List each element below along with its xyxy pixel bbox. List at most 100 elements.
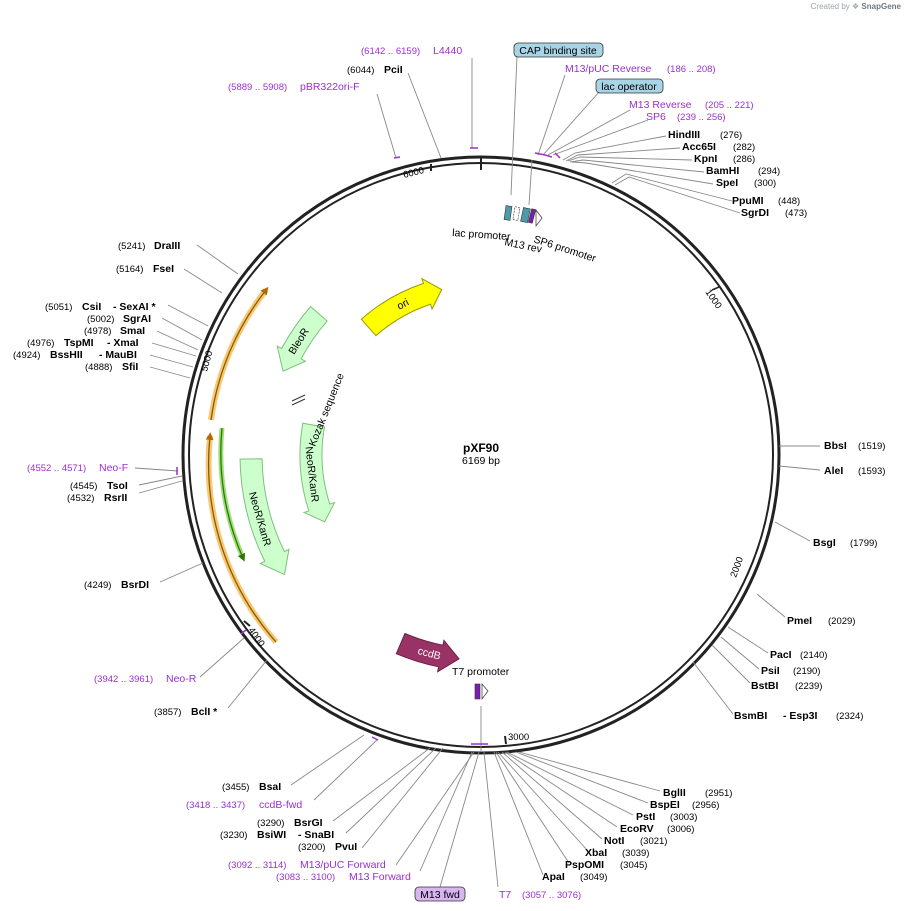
primer-neo-r-coord: (3942 .. 3961) [94,674,153,685]
site-bsrgi-coord: (3290) [257,818,284,829]
primer-m13puc-forward: M13/pUC Forward [300,859,386,871]
site-bcli-coord: (3857) [154,707,181,718]
plasmid-length: 6169 bp [462,455,500,467]
kozak-sequence-label: Kozak sequence [307,371,347,448]
t7-promoter-label: T7 promoter [452,666,510,678]
site-bsiwi-coord: (3230) [220,830,247,841]
site-bbsi-coord: (1519) [858,441,885,452]
site-bsmbi-coord: (2324) [836,711,863,722]
primer-pbr322ori-coord: (5889 .. 5908) [228,82,287,93]
primer-m13-forward: M13 Forward [349,871,411,883]
site-sgrai: SgrAI [123,313,151,325]
site-fsei-coord: (5164) [116,264,143,275]
feature-arrow-ccdb-4 [395,632,460,673]
site-pmei: PmeI [787,615,812,627]
site-paci: PacI [770,649,792,661]
site-bsrgi: BsrGI [294,817,323,829]
orf-track-orange-2-core [210,286,269,421]
site-bsai-coord: (3455) [222,782,249,793]
site-alei-coord: (1593) [858,466,885,477]
site-bcli: BclI * [191,706,218,718]
site-pspomi: PspOMI [565,859,604,871]
site-apai-coord: (3049) [580,872,607,883]
site-bsmbi: BsmBI [734,710,767,722]
site-smai-coord: (4978) [84,326,111,337]
feature-label-ori-0: ori [395,296,411,312]
site-draiii: DraIII [154,240,180,252]
site-pcii: PciI [384,64,403,76]
primer-m13puc-reverse: M13/pUC Reverse [565,63,652,75]
lac-promoter-label: lac promoter [452,227,512,243]
site-bsshii: BssHII [50,349,83,361]
primer-t7: T7 [499,889,511,901]
feature-arrow-neor-kanr-3 [299,422,336,523]
primer-m13-forward-coord: (3083 .. 3100) [276,872,335,883]
site-bbsi: BbsI [824,440,847,452]
site-bsrdi-coord: (4249) [84,580,111,591]
site-psii-coord: (2190) [793,666,820,677]
site-bsiwi: BsiWI [257,829,286,841]
tick-5000: 5000 [199,350,215,373]
site-pspomi-coord: (3045) [620,860,647,871]
primer-m13puc-reverse-coord: (186 .. 208) [667,64,716,75]
feature-arrow-bleor-1 [276,305,328,372]
tick-mark-4000 [243,620,251,627]
site-hindiii: HindIII [668,129,700,141]
primer-neo-f: Neo-F [99,462,128,474]
tick-mark-1000 [711,286,720,291]
orf-track-orange-1-core [205,432,277,643]
feature-arrow-neor-kanr-2 [239,458,290,576]
tick-6000: 6000 [402,165,425,181]
site-pcii-coord: (6044) [347,65,374,76]
site-pvui: PvuI [335,841,357,853]
lac-operator-tag: lac operator [595,78,664,94]
site-smai: SmaI [120,325,145,337]
tick-1000: 1000 [703,287,724,311]
site-alei: AleI [824,465,843,477]
tick-2000: 2000 [728,555,746,579]
tick-3000: 3000 [508,732,529,743]
site-ppumi-coord: (448) [778,196,800,207]
primer-sp6: SP6 [646,111,666,123]
sp6-promoter-label: SP6 promoter [532,233,598,265]
site-bsgi: BsgI [813,537,836,549]
site-kpni-coord: (286) [733,154,755,165]
site-maubi: - MauBI [99,349,137,361]
site-sfii: SfiI [122,361,138,373]
site-tsoi: TsoI [107,480,128,492]
site-hindiii-coord: (276) [720,130,742,141]
site-rsrii-coord: (4532) [67,493,94,504]
m13rev-block [520,207,531,224]
site-tspmi: TspMI [64,337,94,349]
site-bsai: BsaI [259,781,281,793]
lac-operator-text: lac operator [601,81,657,93]
site-bamhi-coord: (294) [758,166,780,177]
primer-neo-f-coord: (4552 .. 4571) [27,463,86,474]
site-spei: SpeI [716,177,738,189]
kozak-mark-1 [291,398,306,406]
snapgene-logo-icon: ❖ [852,2,860,11]
site-tsoi-coord: (4545) [70,481,97,492]
site-bsshii-coord: (4924) [13,350,40,361]
primer-m13-reverse-coord: (205 .. 221) [705,100,754,111]
orf-track-green-core [220,427,245,562]
cap-binding-site-tag: CAP binding site [513,42,604,58]
primer-ccdb-fwd: ccdB-fwd [259,799,302,811]
primer-m13puc-forward-coord: (3092 .. 3114) [228,860,286,871]
site-draiii-coord: (5241) [118,241,145,252]
site-bamhi: BamHI [706,165,739,177]
site-tspmi-coord: (4976) [27,338,54,349]
cap-site-block [512,206,521,221]
m13-fwd-text: M13 fwd [420,889,460,901]
site-xbai-coord: (3039) [622,848,649,859]
sp6-block [528,208,536,224]
site-esp3i: - Esp3I [783,710,818,722]
site-bsrdi: BsrDI [121,579,149,591]
site-ppumi: PpuMI [732,195,764,207]
site-csii: CsiI [82,301,101,313]
site-bsgi-coord: (1799) [850,538,877,549]
cap-binding-site-text: CAP binding site [519,45,597,57]
primer-l4440-coord: (6142 .. 6159) [361,46,420,57]
